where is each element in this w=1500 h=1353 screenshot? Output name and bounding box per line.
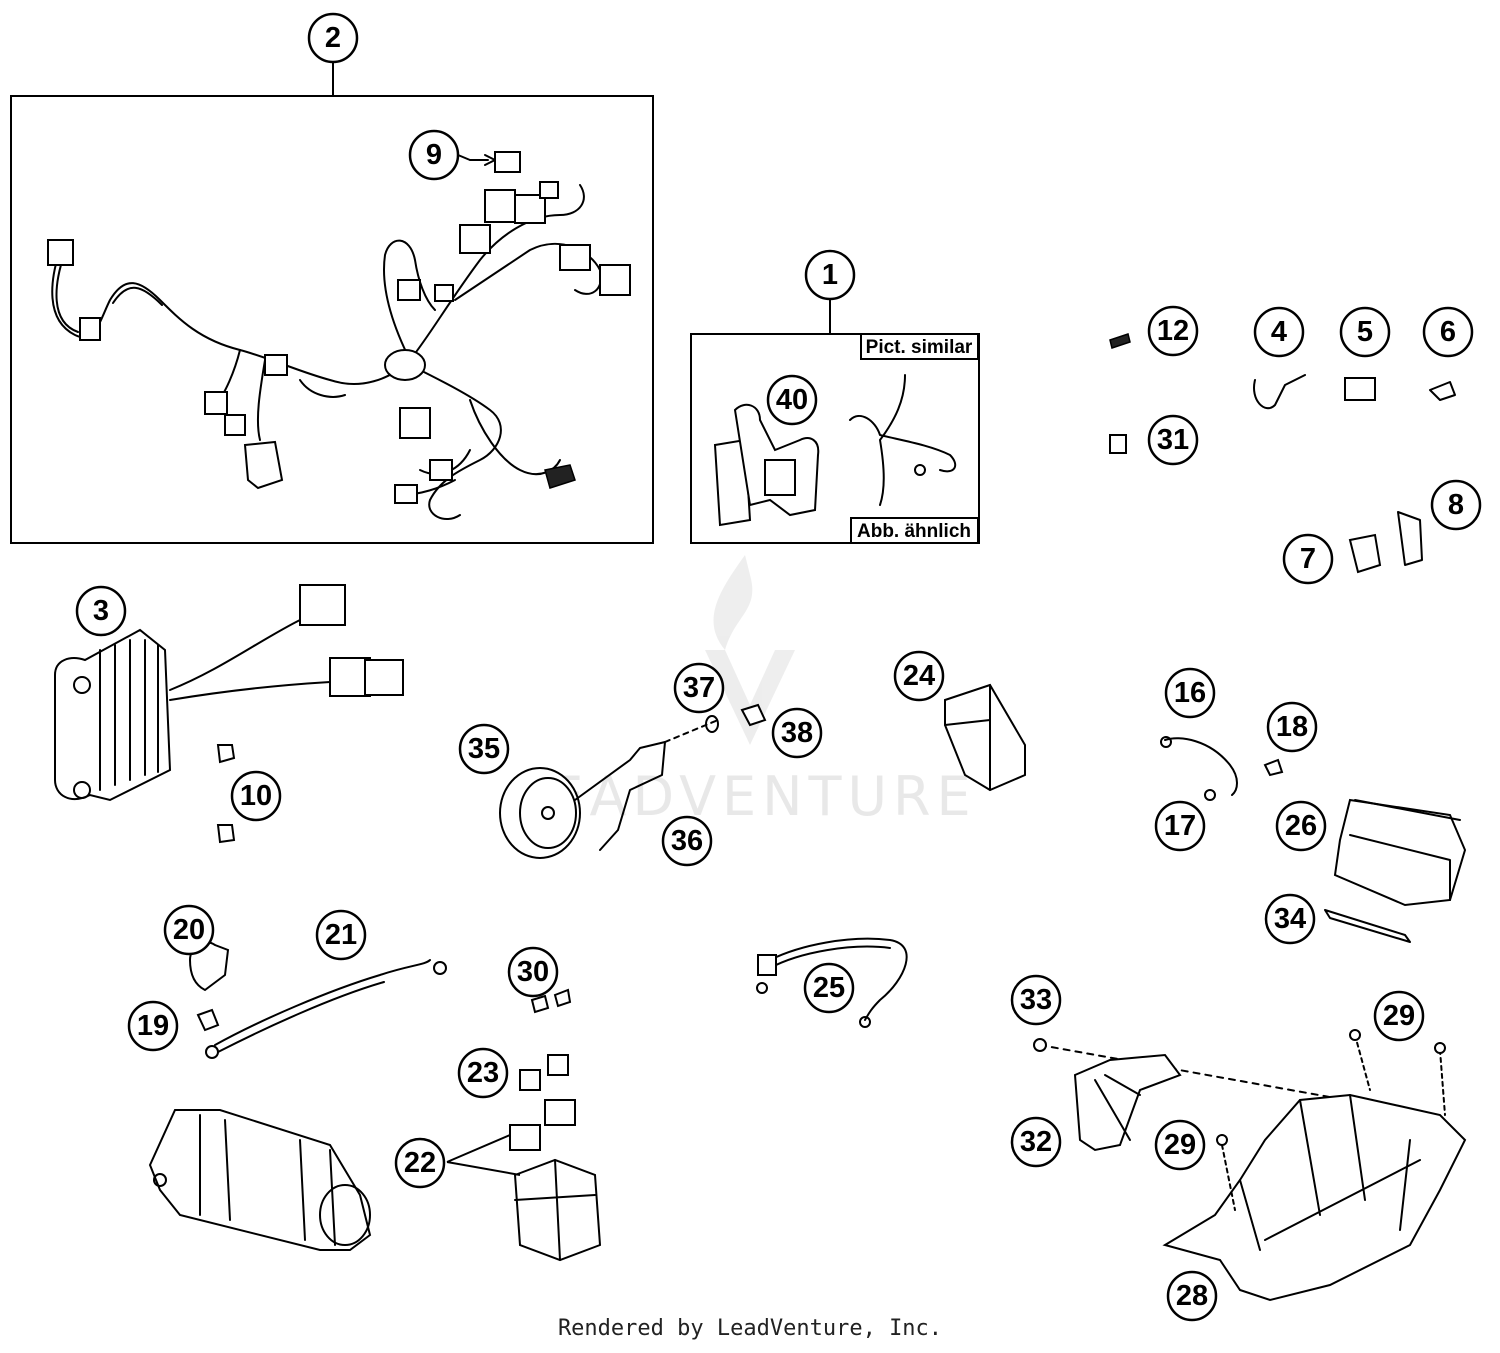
tag-abb-aehnlich: [850, 517, 979, 544]
cable-25-drawing: [756, 937, 908, 1028]
callout-29-right: 29: [1373, 990, 1425, 1042]
svg-text:12: 12: [1157, 315, 1189, 347]
svg-text:21: 21: [325, 919, 357, 951]
module-24-drawing: [944, 683, 1026, 792]
svg-text:20: 20: [173, 914, 205, 946]
callout-36: 36: [661, 815, 713, 867]
callout-25: 25: [803, 962, 855, 1014]
callout-12: 12: [1147, 305, 1199, 357]
svg-text:37: 37: [683, 672, 715, 704]
callout-29-left: 29: [1154, 1119, 1206, 1171]
callout-40: 40: [766, 374, 818, 426]
svg-text:24: 24: [903, 660, 935, 692]
starter-relay-drawing: [509, 988, 602, 1262]
tag-pict-similar-text: Pict. similar: [866, 337, 973, 358]
svg-text:40: 40: [776, 384, 808, 416]
callout-16: 16: [1164, 667, 1216, 719]
tag-abb-aehnlich-text: Abb. ähnlich: [857, 521, 971, 542]
leader-9: [457, 154, 471, 161]
svg-text:19: 19: [137, 1010, 169, 1042]
svg-text:18: 18: [1276, 711, 1308, 743]
small-parts-drawing: [1109, 333, 1456, 574]
callout-2: 2: [307, 12, 359, 64]
svg-text:3: 3: [93, 595, 109, 627]
relay-bracket-drawing: [713, 374, 957, 527]
callout-24: 24: [893, 650, 945, 702]
svg-text:34: 34: [1274, 903, 1306, 935]
callout-26: 26: [1275, 800, 1327, 852]
subassembly-box: [690, 333, 980, 544]
svg-text:5: 5: [1357, 316, 1373, 348]
svg-text:10: 10: [240, 780, 272, 812]
callout-21: 21: [315, 909, 367, 961]
callout-9: 9: [408, 129, 460, 181]
starter-drawing: [148, 941, 447, 1251]
callout-3: 3: [75, 585, 127, 637]
callout-22: 22: [394, 1137, 446, 1189]
callout-38: 38: [771, 707, 823, 759]
svg-text:23: 23: [467, 1057, 499, 1089]
callout-6: 6: [1422, 306, 1474, 358]
svg-text:8: 8: [1448, 489, 1464, 521]
callout-28: 28: [1166, 1270, 1218, 1322]
callout-18: 18: [1266, 701, 1318, 753]
svg-text:38: 38: [781, 717, 813, 749]
callout-37: 37: [673, 662, 725, 714]
tag-pict-similar: [860, 333, 979, 360]
watermark: LEADVENTURE: [513, 555, 976, 828]
svg-text:32: 32: [1020, 1126, 1052, 1158]
callout-30: 30: [507, 946, 559, 998]
svg-text:22: 22: [404, 1147, 436, 1179]
callout-34: 34: [1264, 893, 1316, 945]
callout-4: 4: [1253, 306, 1305, 358]
wiring-harness-drawing: [47, 151, 631, 520]
svg-text:4: 4: [1271, 316, 1287, 348]
callout-8: 8: [1430, 479, 1482, 531]
svg-text:31: 31: [1157, 424, 1189, 456]
callout-10: 10: [230, 770, 282, 822]
callout-23: 23: [457, 1047, 509, 1099]
voltage-regulator-drawing: [54, 584, 404, 844]
callout-19: 19: [127, 1000, 179, 1052]
battery-holder-drawing: [1033, 1029, 1467, 1302]
watermark-text: LEADVENTURE: [513, 765, 976, 828]
svg-text:6: 6: [1440, 316, 1456, 348]
callout-35: 35: [458, 723, 510, 775]
svg-text:29: 29: [1383, 1000, 1415, 1032]
callout-32: 32: [1010, 1116, 1062, 1168]
svg-text:1: 1: [822, 259, 838, 291]
horn-drawing: [499, 703, 767, 859]
svg-text:17: 17: [1164, 810, 1196, 842]
svg-text:7: 7: [1300, 543, 1316, 575]
leader-22: [446, 1134, 521, 1176]
svg-text:2: 2: [325, 22, 341, 54]
callout-20: 20: [163, 904, 215, 956]
callout-33: 33: [1010, 974, 1062, 1026]
svg-text:28: 28: [1176, 1280, 1208, 1312]
svg-text:35: 35: [468, 733, 500, 765]
svg-text:33: 33: [1020, 984, 1052, 1016]
callout-31: 31: [1147, 414, 1199, 466]
callout-1: 1: [804, 249, 856, 301]
callout-17: 17: [1154, 800, 1206, 852]
svg-text:29: 29: [1164, 1129, 1196, 1161]
battery-drawing: [1160, 736, 1467, 943]
svg-text:25: 25: [813, 972, 845, 1004]
svg-text:26: 26: [1285, 810, 1317, 842]
svg-text:9: 9: [426, 139, 442, 171]
svg-text:16: 16: [1174, 677, 1206, 709]
callout-5: 5: [1339, 306, 1391, 358]
callout-7: 7: [1282, 533, 1334, 585]
footer-credit: Rendered by LeadVenture, Inc.: [557, 1316, 943, 1341]
svg-text:36: 36: [671, 825, 703, 857]
svg-text:30: 30: [517, 956, 549, 988]
